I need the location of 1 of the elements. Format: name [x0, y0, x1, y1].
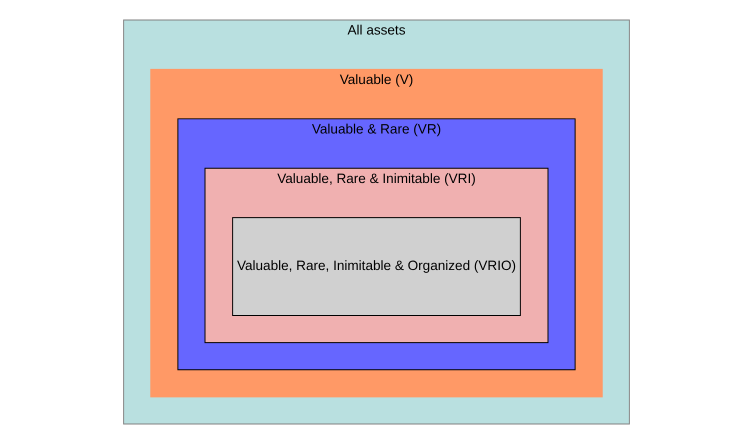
- node-box: Valuable, Rare, Inimitable & Organized (VRIO): [232, 217, 521, 316]
